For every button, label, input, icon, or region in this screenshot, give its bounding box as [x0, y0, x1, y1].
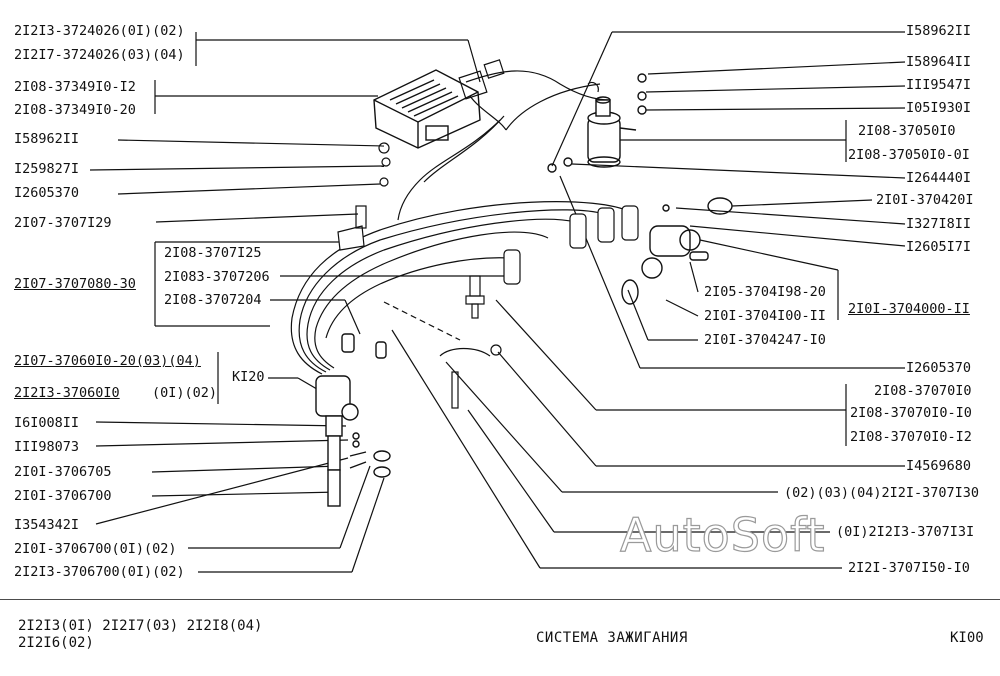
distributor: [315, 333, 391, 507]
label-right-13: 2I0I-3704247-I0: [704, 332, 826, 348]
ht-leads: [290, 81, 639, 375]
label-left-3: 2I08-37349I0-20: [14, 102, 136, 118]
label-left-20: I354342I: [14, 517, 80, 533]
title-block: 2I2I3(0I) 2I2I7(03) 2I2I8(04) 2I2I6(02) …: [0, 598, 1000, 676]
label-left-18: 2I0I-3706705: [14, 464, 112, 480]
right-leader-lines: [391, 31, 906, 569]
spark-plug: [465, 275, 485, 319]
label-right-19: (02)(03)(04)2I2I-3707I30: [784, 485, 980, 501]
label-right-14: I2605370: [906, 360, 972, 376]
label-right-2: III9547I: [906, 77, 972, 93]
section-code: KI00: [950, 630, 984, 646]
label-left-12: 2I07-37060I0-20(03)(04): [14, 353, 201, 369]
watermark: AutoSoft: [619, 507, 826, 562]
ignition-switch: [621, 197, 733, 305]
harness: [397, 59, 611, 221]
label-left-22: 2I2I3-3706700(0I)(02): [14, 564, 185, 580]
label-left-1: 2I2I7-3724026(03)(04): [14, 47, 185, 63]
label-right-20: (0I)2I2I3-3707I3I: [836, 524, 975, 540]
label-right-10: 2I05-3704I98-20: [704, 284, 826, 300]
label-right-4: 2I08-37050I0: [858, 123, 956, 139]
label-left-6: I2605370: [14, 185, 80, 201]
label-right-21: 2I2I-3707I50-I0: [848, 560, 970, 576]
label-right-0: I58962II: [906, 23, 972, 39]
brackets: [337, 142, 502, 409]
label-left-9: 2I083-3707206: [164, 269, 270, 285]
label-left-11: 2I08-3707204: [164, 292, 262, 308]
control-module: [373, 69, 481, 149]
label-left-5: I259827I: [14, 161, 80, 177]
label-right-6: I264440I: [906, 170, 972, 186]
label-left-21: 2I0I-3706700(0I)(02): [14, 541, 177, 557]
left-leader-lines: [89, 32, 505, 573]
ignition-system-drawing: [0, 31, 1000, 600]
label-right-11: 2I0I-3704000-II: [848, 301, 970, 317]
model-list-line-2: 2I2I6(02): [18, 635, 94, 651]
label-left-19: 2I0I-3706700: [14, 488, 112, 504]
label-right-7: 2I0I-370420I: [876, 192, 974, 208]
label-left-8: 2I08-3707I25: [164, 245, 262, 261]
ignition-coil: [547, 73, 647, 173]
label-left-4: I58962II: [14, 131, 80, 147]
label-left-16: I6I008II: [14, 415, 80, 431]
label-right-3: I05I930I: [906, 100, 972, 116]
label-left-14: (0I)(02): [152, 385, 218, 401]
label-left-15: KI20: [232, 369, 265, 385]
label-right-15: 2I08-37070I0: [874, 383, 972, 399]
page-title: СИСТЕМА ЗАЖИГАНИЯ: [536, 630, 688, 646]
label-right-5: 2I08-37050I0-0I: [848, 147, 970, 163]
label-left-10: 2I07-3707080-30: [14, 276, 136, 292]
label-left-2: 2I08-37349I0-I2: [14, 79, 136, 95]
label-right-9: I2605I7I: [906, 239, 972, 255]
label-right-1: I58964II: [906, 54, 972, 70]
label-right-12: 2I0I-3704I00-II: [704, 308, 826, 324]
label-left-0: 2I2I3-3724026(0I)(02): [14, 23, 185, 39]
label-right-17: 2I08-37070I0-I2: [850, 429, 972, 445]
model-list-line-1: 2I2I3(0I) 2I2I7(03) 2I2I8(04): [18, 618, 263, 634]
label-left-7: 2I07-3707I29: [14, 215, 112, 231]
label-right-8: I327I8II: [906, 216, 972, 232]
label-right-16: 2I08-37070I0-I0: [850, 405, 972, 421]
label-left-17: III98073: [14, 439, 80, 455]
label-left-13: 2I2I3-37060I0: [14, 385, 120, 401]
label-right-18: I4569680: [906, 458, 972, 474]
